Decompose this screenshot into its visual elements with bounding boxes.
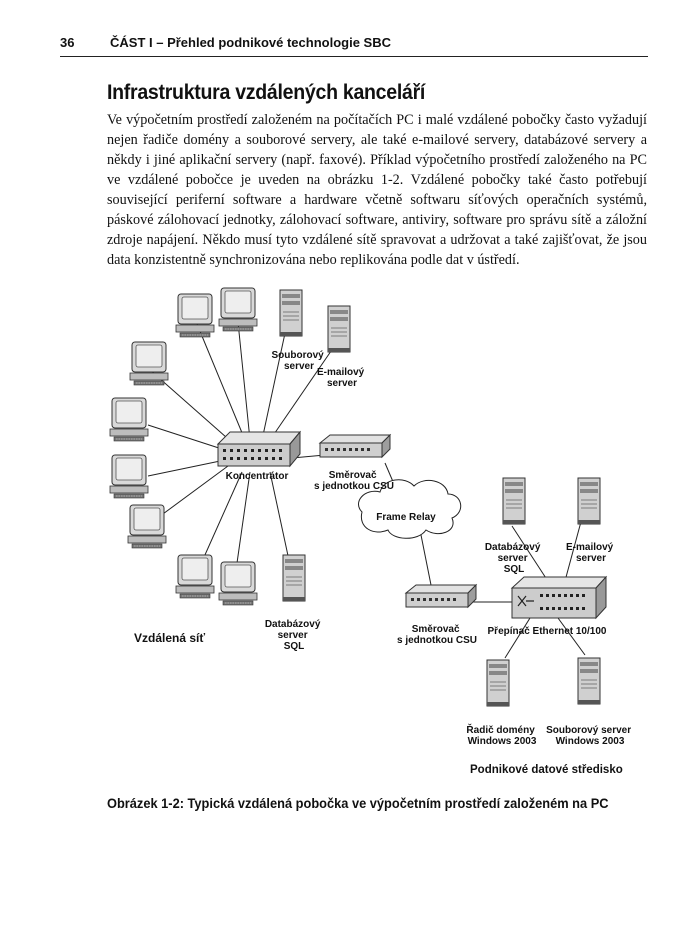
email-server-icon — [327, 305, 351, 353]
file-server-icon — [577, 657, 601, 705]
domain-controller-icon — [486, 659, 510, 707]
label-email-server-remote: E-mailový server — [317, 367, 367, 389]
cloud-icon — [357, 479, 462, 539]
section-title: Infrastruktura vzdálených kanceláří — [107, 81, 426, 104]
running-header: 36 ČÁST I – Přehled podnikové technologi… — [60, 35, 648, 55]
label-router-dc: Směrovač s jednotkou CSU — [397, 624, 477, 646]
label-email-server-dc: E-mailový server — [566, 542, 616, 564]
label-router-remote: Směrovač s jednotkou CSU — [314, 470, 394, 492]
router-icon — [319, 434, 391, 458]
network-diagram: Souborový server E-mailový server Koncen… — [100, 280, 660, 800]
label-db-server-remote: Databázový server SQL — [265, 619, 323, 652]
pc-icon — [218, 287, 258, 332]
file-server-icon — [279, 289, 303, 337]
db-server-icon — [282, 554, 306, 602]
label-switch: Přepínač Ethernet 10/100 — [488, 626, 607, 637]
pc-icon — [109, 454, 149, 499]
label-cloud: Frame Relay — [376, 512, 436, 523]
label-hub: Koncentrátor — [226, 471, 289, 482]
pc-icon — [218, 561, 258, 606]
label-file-server-dc: Souborový server Windows 2003 — [546, 725, 634, 747]
figure-caption: Obrázek 1-2: Typická vzdálená pobočka ve… — [107, 796, 609, 811]
pc-icon — [175, 293, 215, 338]
label-domain-controller: Řadič domény Windows 2003 — [466, 723, 537, 747]
datacenter-links — [419, 517, 586, 659]
running-title: ČÁST I – Přehled podnikové technologie S… — [110, 35, 391, 50]
label-datacenter: Podnikové datové středisko — [470, 764, 623, 776]
label-remote-network: Vzdálená síť — [134, 631, 205, 645]
switch-icon — [510, 575, 608, 620]
pc-icon — [175, 554, 215, 599]
page-number: 36 — [60, 35, 75, 50]
email-server-icon — [577, 477, 601, 525]
body-paragraph: Ve výpočetním prostředí založeném na poč… — [107, 112, 647, 268]
pc-icon — [129, 341, 169, 386]
hub-icon — [216, 430, 302, 468]
label-file-server-remote: Souborový server — [271, 350, 326, 372]
db-server-icon — [502, 477, 526, 525]
label-db-server-dc: Databázový server SQL — [485, 542, 543, 575]
header-rule — [60, 56, 648, 57]
pc-icon — [109, 397, 149, 442]
pc-icon — [127, 504, 167, 549]
router-icon — [405, 584, 477, 608]
